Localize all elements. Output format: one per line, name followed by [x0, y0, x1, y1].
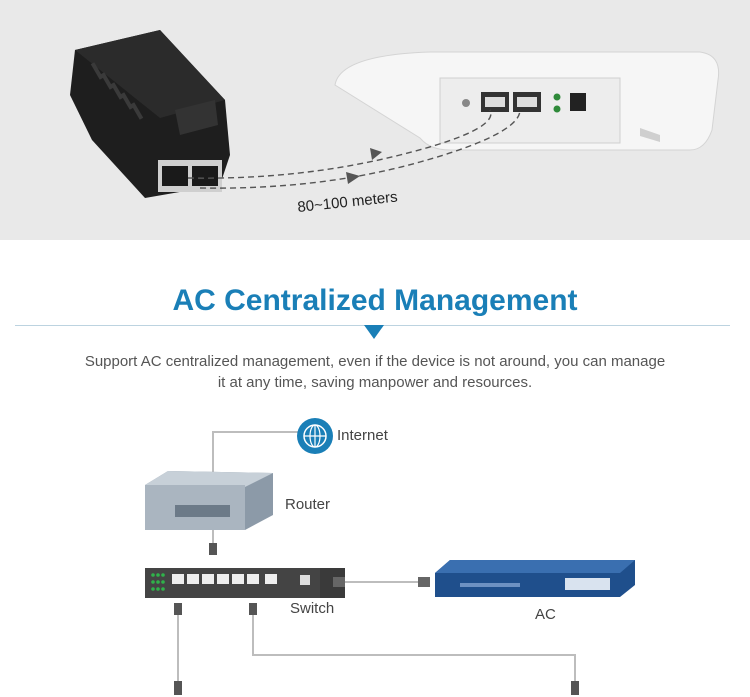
poe-illustration: 80~100 meters: [70, 30, 720, 216]
rj45-connector-icon: [333, 577, 345, 587]
access-point-device: [334, 51, 720, 151]
arrow-head-icon: [346, 172, 360, 184]
distance-label: 80~100 meters: [297, 189, 399, 216]
network-topology: [145, 418, 635, 695]
section-description-line-2: it at any time, saving manpower and reso…: [217, 374, 533, 391]
ac-controller-device: [435, 560, 635, 597]
switch-device: [145, 568, 345, 615]
section-description-line-1: Support AC centralized management, even …: [84, 353, 666, 370]
internet-label: Internet: [337, 427, 388, 444]
arrow-head-icon: [370, 148, 382, 160]
router-label: Router: [285, 496, 331, 513]
router-device: [145, 471, 273, 530]
switch-label: Switch: [290, 600, 335, 617]
divider-arrow-icon: [364, 325, 384, 339]
rj45-connector-icon: [174, 681, 182, 695]
rj45-connector-icon: [571, 681, 579, 695]
network-diagram: Internet Router Switch AC: [0, 405, 750, 697]
section-title: AC Centralized Management: [172, 284, 578, 317]
rj45-connector-icon: [418, 577, 430, 587]
connection-lines: [177, 431, 576, 685]
internet-globe-icon: [297, 418, 333, 454]
poe-injector-device: [70, 30, 230, 198]
hero-banner: 80~100 meters: [0, 0, 750, 240]
ac-label: AC: [535, 606, 556, 623]
dashed-cable-lines: [187, 109, 521, 189]
rj45-connector-icon: [209, 543, 217, 555]
